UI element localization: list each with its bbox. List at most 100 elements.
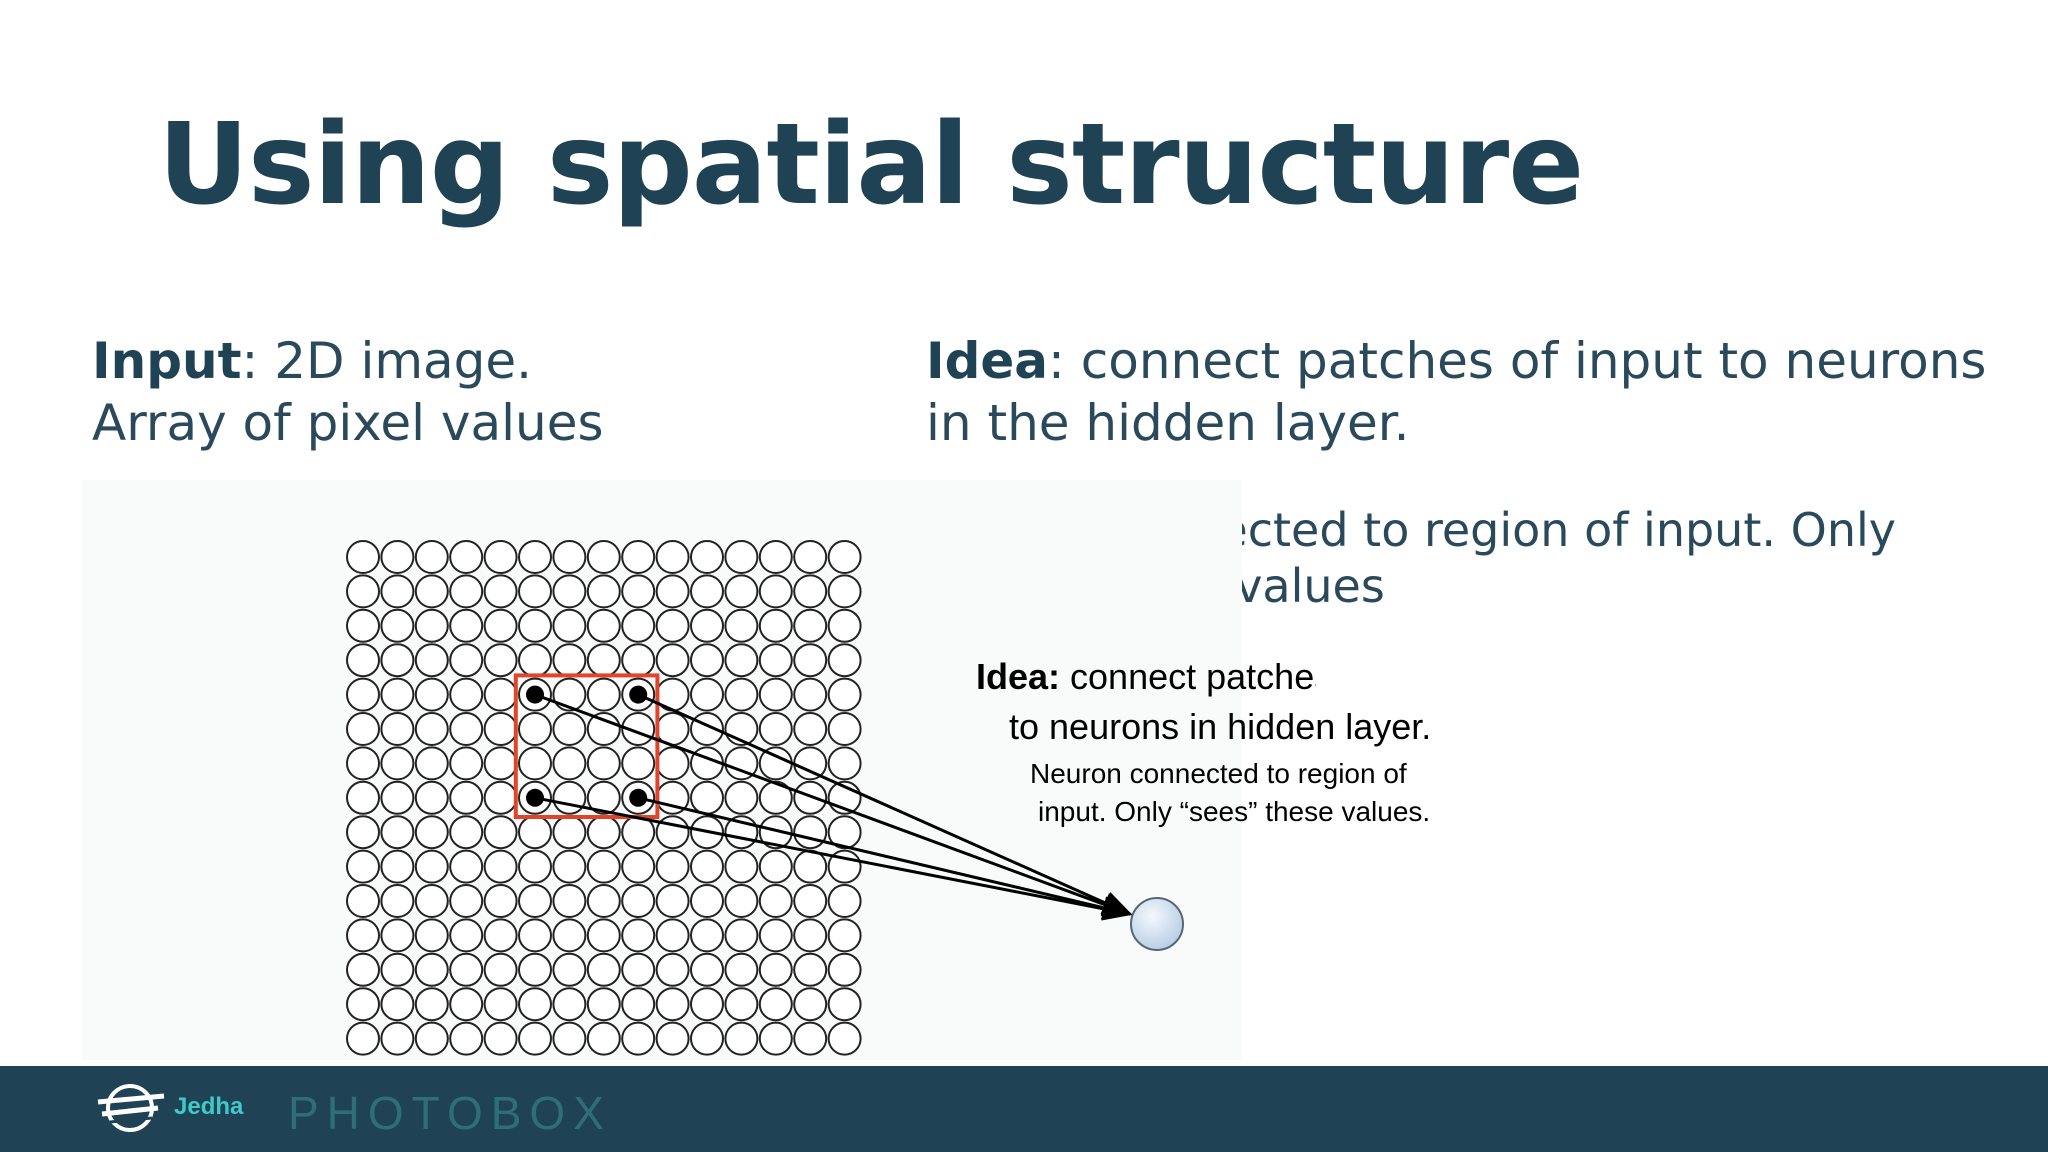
pixel-cell	[793, 540, 828, 574]
pixel-cell	[552, 815, 587, 850]
pixel-cell	[483, 849, 518, 884]
pixel-cell	[690, 574, 724, 609]
pixel-cell	[758, 884, 793, 918]
pixel-cell	[380, 918, 415, 953]
pixel-cell	[414, 815, 449, 850]
pixel-cell	[346, 987, 380, 1022]
pixel-cell	[518, 987, 552, 1022]
pixel-cell	[449, 918, 484, 953]
pixel-cell	[552, 884, 587, 918]
pixel-cell	[449, 712, 484, 746]
slide-title: Using spatial structure	[158, 100, 1584, 230]
pixel-cell	[449, 643, 484, 678]
pixel-cell	[827, 815, 862, 850]
pixel-cell	[346, 952, 380, 987]
pixel-cell	[586, 918, 621, 953]
pixel-cell	[449, 608, 484, 643]
pixel-cell	[793, 780, 828, 815]
pixel-cell	[449, 780, 484, 815]
pixel-cell	[483, 884, 518, 918]
pixel-cell	[655, 746, 690, 781]
pixel-cell	[483, 1021, 518, 1056]
pixel-cell	[552, 712, 587, 746]
pixel-cell	[449, 987, 484, 1022]
pixel-cell	[380, 952, 415, 987]
pixel-cell	[552, 643, 587, 678]
pixel-cell	[690, 780, 724, 815]
pixel-cell	[793, 815, 828, 850]
pixel-cell	[518, 574, 552, 609]
figure-idea-label: Idea:	[976, 656, 1061, 697]
pixel-cell	[414, 849, 449, 884]
pixel-cell	[793, 643, 828, 678]
pixel-cell	[552, 574, 587, 609]
pixel-cell	[414, 712, 449, 746]
pixel-cell	[380, 815, 415, 850]
patch-corner-dot	[526, 788, 544, 807]
pixel-cell	[621, 987, 656, 1022]
pixel-cell	[414, 574, 449, 609]
pixel-cell	[724, 780, 759, 815]
pixel-cell	[346, 815, 380, 850]
pixel-cell	[414, 1021, 449, 1056]
pixel-cell	[346, 884, 380, 918]
pixel-cell	[586, 574, 621, 609]
pixel-cell	[518, 849, 552, 884]
pixel-cell	[827, 540, 862, 574]
pixel-cell	[827, 608, 862, 643]
pixel-cell	[380, 987, 415, 1022]
pixel-cell	[758, 918, 793, 953]
pixel-cell	[690, 849, 724, 884]
pixel-cell	[827, 643, 862, 678]
pixel-cell	[586, 608, 621, 643]
pixel-cell	[414, 918, 449, 953]
connection-arrow	[534, 693, 1133, 916]
pixel-cell	[621, 574, 656, 609]
pixel-cell	[655, 849, 690, 884]
pixel-cell	[483, 815, 518, 850]
pixel-cell	[552, 849, 587, 884]
idea-label: Idea	[926, 332, 1049, 390]
pixel-cell	[552, 952, 587, 987]
pixel-cell	[690, 987, 724, 1022]
pixel-cell	[827, 952, 862, 987]
connection-arrow	[637, 796, 1133, 920]
pixel-cell	[414, 540, 449, 574]
pixel-cell	[380, 643, 415, 678]
pixel-cell	[827, 918, 862, 953]
pixel-cell	[346, 780, 380, 815]
pixel-cell	[483, 712, 518, 746]
pixel-cell	[758, 677, 793, 712]
pixel-cell	[655, 540, 690, 574]
hidden-neuron	[1130, 897, 1184, 951]
pixel-cell	[793, 677, 828, 712]
pixel-cell	[380, 574, 415, 609]
pixel-cell	[586, 712, 621, 746]
pixel-cell	[793, 952, 828, 987]
pixel-cell	[483, 608, 518, 643]
pixel-cell	[586, 780, 621, 815]
pixel-cell	[758, 608, 793, 643]
pixel-cell	[793, 884, 828, 918]
patch-highlight-box	[513, 673, 660, 820]
pixel-cell	[518, 1021, 552, 1056]
pixel-cell	[483, 746, 518, 781]
pixel-cell	[827, 884, 862, 918]
pixel-cell	[518, 608, 552, 643]
pixel-cell	[655, 1021, 690, 1056]
pixel-cell	[586, 815, 621, 850]
pixel-cell	[483, 574, 518, 609]
pixel-cell	[414, 608, 449, 643]
pixel-cell	[346, 677, 380, 712]
pixel-cell	[518, 540, 552, 574]
pixel-cell	[724, 540, 759, 574]
pixel-cell	[758, 849, 793, 884]
pixel-cell	[380, 746, 415, 781]
photobox-brand: PHOTOBOX	[288, 1087, 612, 1139]
pixel-cell	[690, 540, 724, 574]
footer-bar	[0, 1066, 2048, 1152]
pixel-cell	[380, 884, 415, 918]
pixel-cell	[552, 1021, 587, 1056]
pixel-cell	[346, 746, 380, 781]
